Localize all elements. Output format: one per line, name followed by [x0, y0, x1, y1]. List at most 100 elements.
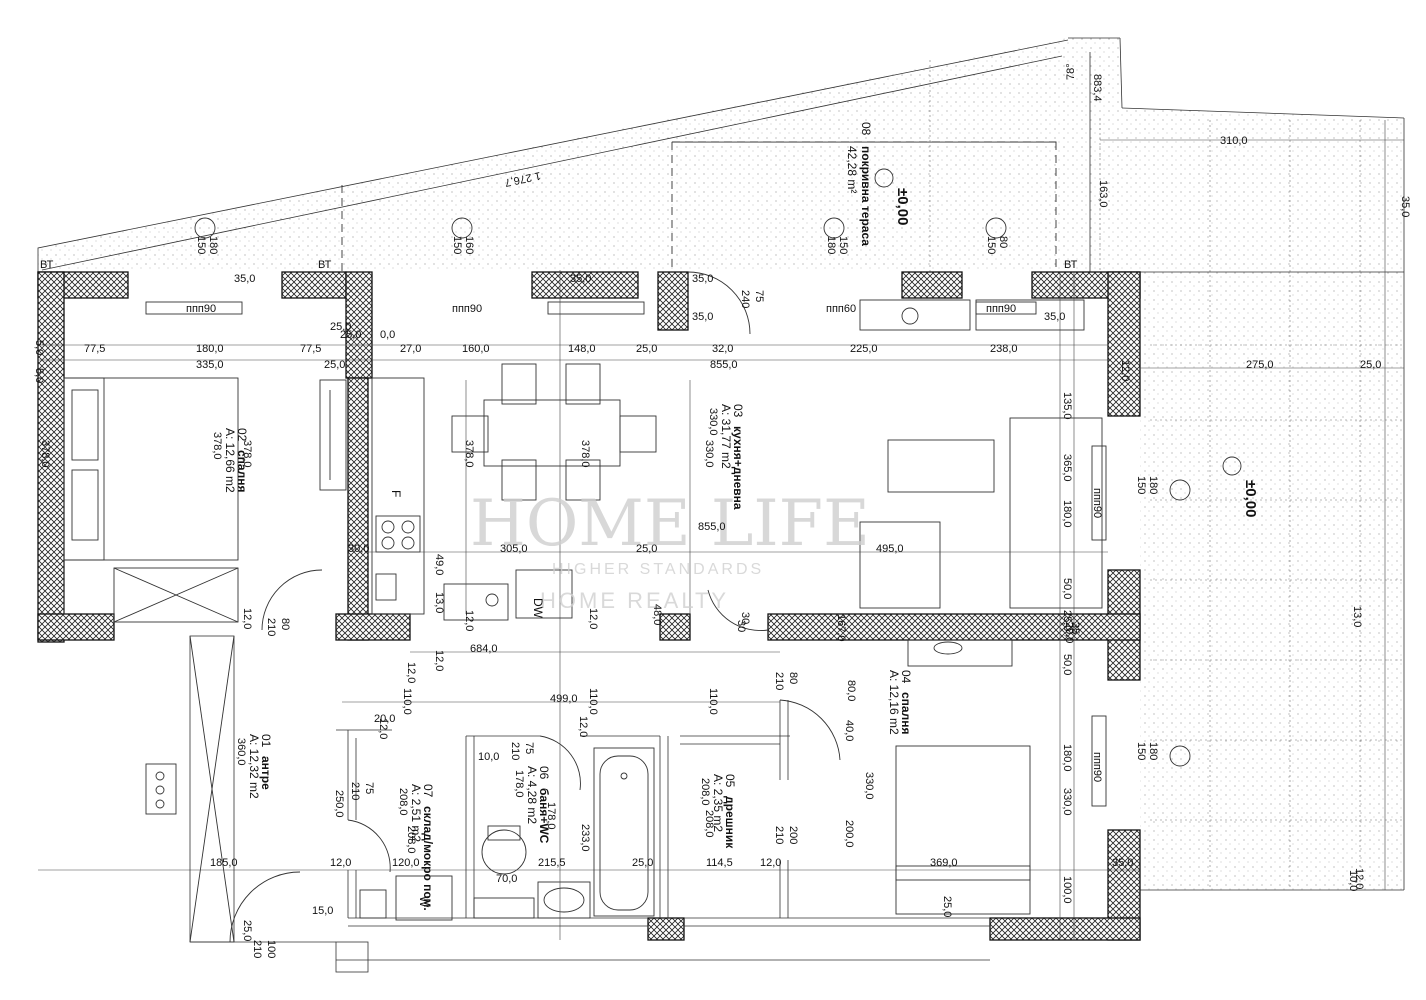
dimension-label: 12,0	[433, 650, 445, 671]
room-number: 08	[859, 122, 873, 136]
dimension-label: 163,0	[1097, 180, 1109, 208]
dimension-label: 27,0	[400, 343, 421, 355]
room-name: кухня+дневна	[731, 426, 745, 510]
room-area: A: 2,51 m2	[409, 784, 423, 842]
radiator-label: ппп90	[1091, 752, 1103, 782]
svg-text:HOME LIFE: HOME LIFE	[470, 487, 870, 561]
dimension-label: 35,0	[692, 311, 713, 323]
dimension-label: 225,0	[850, 343, 878, 355]
dimension-label: 12,0	[330, 857, 351, 869]
walls	[37, 271, 1141, 941]
dimension-label: 30,0	[348, 543, 369, 555]
dimension-label: 25,0	[632, 857, 653, 869]
door-width: 30	[735, 620, 747, 632]
vertical-pipe-label: ВТ	[1064, 259, 1078, 271]
dimension-label: 208,0	[405, 826, 417, 854]
room-height: 378,0	[211, 432, 223, 460]
room-area: 42,28 m²	[845, 146, 859, 193]
dimension-label: 250,0	[333, 790, 345, 818]
door-height: 210	[773, 672, 785, 690]
dimension-label: 330,0	[863, 772, 875, 800]
dimension-label: 25,0	[1061, 610, 1073, 631]
radiator-label: ппп90	[452, 303, 482, 315]
dimension-label: 15,0	[312, 905, 333, 917]
dimension-label: 215,5	[538, 857, 566, 869]
door-width: 75	[363, 782, 375, 794]
dimension-label: 180,0	[1061, 744, 1073, 772]
dimension-label: 305,0	[500, 543, 528, 555]
dimension-label: 13,0	[1351, 606, 1363, 627]
dimension-label: 25,0	[340, 329, 361, 341]
door-width: 75	[523, 742, 535, 754]
dimension-label: 25,0	[636, 543, 657, 555]
window-width: 180	[1147, 742, 1159, 760]
dimension-label: 50,0	[1061, 578, 1073, 599]
room-name: дрешник	[723, 796, 737, 849]
dimension-lines	[38, 120, 1404, 940]
dimension-label: 35,0	[1399, 196, 1411, 217]
dimension-label: 310,0	[1220, 135, 1248, 147]
appliance-label: F	[389, 490, 403, 497]
svg-text:HIGHER STANDARDS: HIGHER STANDARDS	[552, 561, 764, 578]
door-height: 210	[251, 940, 263, 958]
room-name: спалня	[235, 450, 249, 492]
dimension-label: 40,0	[843, 720, 855, 741]
appliance-label: DW	[531, 598, 545, 619]
dimension-label: 369,0	[930, 857, 958, 869]
door-width: 100	[265, 940, 277, 958]
window-height: 150	[1135, 476, 1147, 494]
dimension-label: 12,0	[463, 610, 475, 631]
door-width: 200	[787, 826, 799, 844]
dimension-label: 12,0	[577, 716, 589, 737]
dimension-label: 80,0	[845, 680, 857, 701]
dimension-label: 275,0	[1246, 359, 1274, 371]
dimension-label: 178,0	[545, 802, 557, 830]
dimension-label: 30	[739, 612, 751, 624]
dimension-label: 335,0	[196, 359, 224, 371]
room-area: A: 12,16 m2	[887, 670, 901, 735]
room-name: спалня	[899, 692, 913, 734]
dimension-label: 48,0	[651, 604, 663, 625]
dimension-label: 110,0	[401, 688, 413, 715]
dimension-label: 185,0	[210, 857, 238, 869]
window-height: 150	[1135, 742, 1147, 760]
dimension-label: 200,0	[843, 820, 855, 848]
dimension-label: 495,0	[876, 543, 904, 555]
dimension-label: 378,0	[579, 440, 591, 468]
room-height: 360,0	[235, 738, 247, 766]
dimension-label: 49,0	[433, 554, 445, 575]
dimension-label: 12,0	[1119, 360, 1131, 381]
dimension-label: 5,0	[33, 368, 45, 383]
dimension-label: 160,0	[462, 343, 490, 355]
room-number: 07	[421, 784, 435, 798]
room-height: 208,0	[397, 788, 409, 816]
dimension-label: 110,0	[707, 688, 719, 715]
dimension-label: 330,0	[703, 440, 715, 468]
dimension-label: 77,5	[300, 343, 321, 355]
vertical-pipe-label: ВТ	[40, 259, 54, 271]
dimension-label: 13,0	[433, 592, 445, 613]
dimension-label: 20,0	[1063, 622, 1075, 643]
door-width: 75	[753, 290, 765, 302]
dimension-label: 32,0	[712, 343, 733, 355]
room-height: 330,0	[707, 408, 719, 436]
dimension-label: 883,4	[1091, 74, 1103, 102]
level-mark: ±0,00	[894, 188, 911, 225]
dimension-label: 114,5	[706, 857, 733, 869]
watermark: HOME LIFE HIGHER STANDARDS HOME REALTY	[470, 487, 870, 613]
dimension-label: 35	[1069, 622, 1081, 634]
dimension-label: 25,0	[324, 359, 345, 371]
window-height: 150	[195, 236, 207, 254]
dimension-label: 25,0	[636, 343, 657, 355]
door-height: 210	[265, 618, 277, 636]
dimension-label: 50,0	[1061, 654, 1073, 675]
room-height: 208,0	[699, 778, 711, 806]
partitions	[189, 635, 990, 973]
dimension-label: 10,0	[1347, 870, 1359, 891]
dimension-label: 238,0	[990, 343, 1018, 355]
room-number: 04	[899, 670, 913, 684]
roof-terrace	[37, 37, 1405, 891]
window-height: 150	[451, 236, 463, 254]
room-height: 178,0	[513, 770, 525, 798]
room-name: покривна тераса	[859, 146, 873, 246]
